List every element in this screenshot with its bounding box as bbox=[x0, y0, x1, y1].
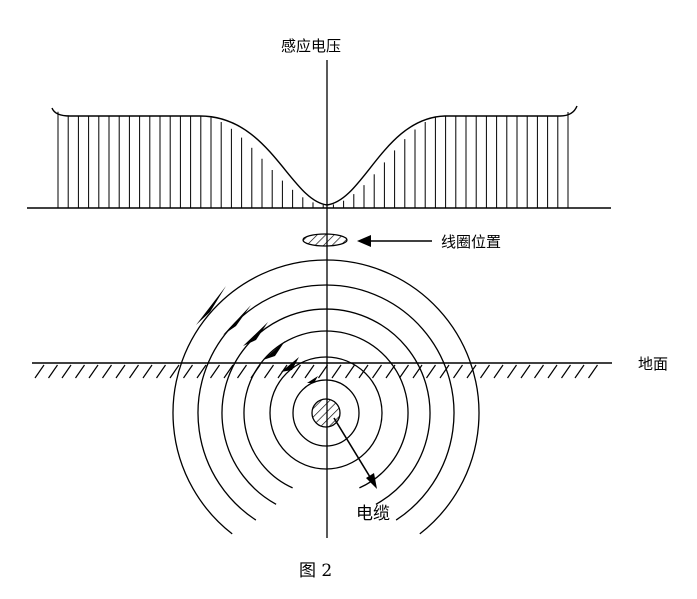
ground-hatch-stroke bbox=[291, 364, 301, 379]
ground-hatch-stroke bbox=[183, 364, 193, 379]
ground-hatch-stroke bbox=[399, 364, 409, 379]
coil-position-label: 线圈位置 bbox=[441, 233, 501, 251]
cable-pointer-arrow bbox=[333, 417, 371, 478]
coil-pointer-arrowhead bbox=[357, 235, 371, 247]
ground-hatch-stroke bbox=[237, 364, 247, 379]
ground-hatch-stroke bbox=[102, 364, 112, 379]
ground-hatch-stroke bbox=[48, 364, 58, 379]
ground-hatch-stroke bbox=[169, 364, 180, 379]
ground-hatch-stroke bbox=[520, 364, 531, 379]
ground-hatch-stroke bbox=[115, 364, 126, 379]
ground-hatch-stroke bbox=[196, 364, 207, 379]
ground-hatch-stroke bbox=[412, 364, 423, 379]
ground-hatch-stroke bbox=[372, 364, 382, 379]
ground-hatch-stroke bbox=[574, 364, 585, 379]
field-arc bbox=[243, 330, 409, 489]
ground-hatch-stroke bbox=[304, 364, 315, 379]
field-arrow-4 bbox=[263, 341, 285, 360]
ground-hatch-stroke bbox=[561, 364, 571, 379]
ground-hatch-stroke bbox=[493, 364, 504, 379]
ground-hatch-stroke bbox=[426, 364, 436, 379]
field-arrow-6 bbox=[307, 376, 318, 383]
ground-hatch-stroke bbox=[75, 364, 85, 379]
field-direction-arrows bbox=[196, 286, 318, 383]
ground-hatch-stroke bbox=[223, 364, 234, 379]
figure-caption: 图 2 bbox=[299, 561, 332, 581]
ground-hatch-stroke bbox=[318, 364, 328, 379]
ground-hatching bbox=[34, 364, 598, 379]
ground-hatch-stroke bbox=[129, 364, 139, 379]
coil-ellipse bbox=[302, 233, 348, 247]
ground-hatch-stroke bbox=[331, 364, 342, 379]
magnetic-field-arcs bbox=[172, 259, 480, 535]
field-arrow-3 bbox=[243, 322, 268, 346]
ground-hatch-stroke bbox=[34, 364, 45, 379]
ground-hatch-stroke bbox=[88, 364, 99, 379]
ground-label: 地面 bbox=[638, 355, 668, 373]
field-arrow-1 bbox=[196, 286, 226, 325]
ground-hatch-stroke bbox=[507, 364, 517, 379]
ground-hatch-stroke bbox=[453, 364, 463, 379]
ground-hatch-stroke bbox=[480, 364, 490, 379]
field-arrow-2 bbox=[223, 305, 251, 335]
ground-hatch-stroke bbox=[210, 364, 220, 379]
voltage-curve-hatching bbox=[57, 111, 569, 208]
field-arrow-5 bbox=[281, 357, 299, 372]
field-circle bbox=[269, 356, 383, 470]
cable-label: 电缆 bbox=[356, 504, 390, 524]
ground-hatch-stroke bbox=[466, 364, 477, 379]
ground-hatch-stroke bbox=[264, 364, 274, 379]
ground-hatch-stroke bbox=[439, 364, 450, 379]
voltage-axis-label: 感应电压 bbox=[281, 37, 341, 55]
field-circle bbox=[292, 379, 360, 447]
field-arc bbox=[197, 284, 455, 521]
field-arc bbox=[172, 259, 480, 535]
cable-pointer-arrowhead bbox=[366, 473, 377, 489]
induced-voltage-curve bbox=[51, 105, 578, 206]
ground-hatch-stroke bbox=[547, 364, 558, 379]
ground-hatch-stroke bbox=[142, 364, 153, 379]
ground-hatch-stroke bbox=[588, 364, 598, 379]
field-arc bbox=[221, 308, 431, 505]
ground-hatch-stroke bbox=[156, 364, 166, 379]
ground-hatch-stroke bbox=[534, 364, 544, 379]
cable-cross-section bbox=[311, 398, 341, 428]
ground-hatch-stroke bbox=[345, 364, 355, 379]
ground-hatch-stroke bbox=[61, 364, 72, 379]
